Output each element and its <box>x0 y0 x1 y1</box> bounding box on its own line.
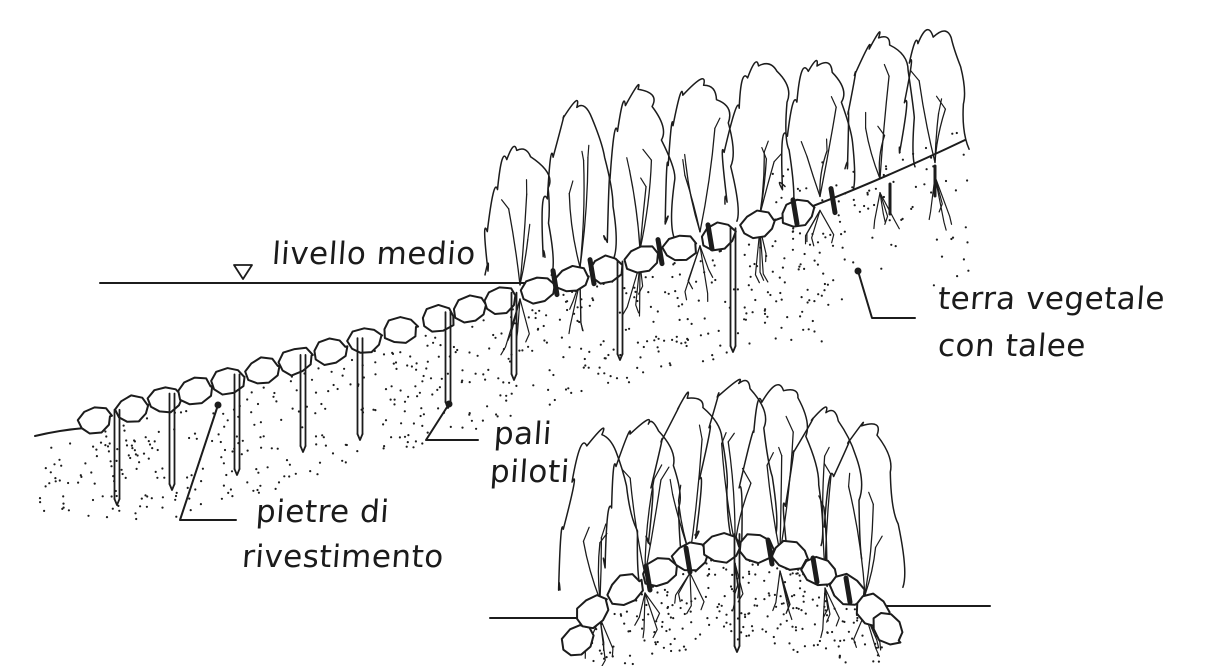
stone <box>576 594 610 630</box>
stones-leader-line <box>179 404 237 521</box>
stone <box>700 221 737 252</box>
posts-leader-line <box>425 403 479 441</box>
stone <box>346 327 384 354</box>
stone <box>210 367 246 396</box>
post <box>356 337 364 441</box>
soil-label-line1: terra vegetale <box>936 281 1167 317</box>
shrub-cutting <box>664 77 739 233</box>
binding-wire <box>655 237 665 267</box>
post <box>299 354 307 453</box>
stone <box>623 245 660 274</box>
shrub-cutting <box>844 31 916 180</box>
mound-shrub <box>694 378 778 546</box>
mound-roots <box>820 587 840 639</box>
binding-wire <box>828 186 838 216</box>
slope-cross-section <box>34 28 970 521</box>
stone <box>313 337 349 366</box>
stone <box>661 234 698 262</box>
binding-wire <box>550 268 560 298</box>
soil-leader-line <box>857 270 916 319</box>
mound-shrub <box>602 418 684 576</box>
stone <box>606 573 644 607</box>
shrub-cutting <box>603 84 677 251</box>
stone <box>483 286 517 315</box>
posts-label-line2: piloti <box>488 454 571 490</box>
stone <box>739 209 777 240</box>
shrub-cutting <box>898 28 970 164</box>
binding-wire <box>705 222 715 252</box>
stone <box>642 557 678 588</box>
post <box>233 373 241 476</box>
shrub-cutting <box>778 59 856 198</box>
stone <box>781 198 816 228</box>
ground-line-left <box>34 427 86 437</box>
posts-label-line1: pali <box>492 416 554 452</box>
mound-roots <box>674 572 705 615</box>
binding-wire <box>683 545 693 575</box>
stone <box>452 294 488 324</box>
stone <box>244 356 281 385</box>
stone <box>114 394 150 423</box>
stone <box>177 376 214 406</box>
stones-label-line2: rivestimento <box>240 539 446 575</box>
post <box>729 227 737 353</box>
cutting-roots <box>804 209 835 247</box>
stone <box>800 555 839 587</box>
mound-shrub <box>557 427 641 601</box>
soil-label-line2: con talee <box>936 328 1088 364</box>
binding-wire <box>843 575 853 605</box>
shrub-cutting <box>541 99 617 268</box>
stone <box>702 532 742 564</box>
stone <box>770 539 810 571</box>
binding-wire <box>587 257 597 287</box>
cutting-roots <box>928 175 953 231</box>
stone <box>277 346 314 377</box>
shrub-cutting <box>483 145 554 286</box>
binding-wire <box>810 555 820 585</box>
inverted-triangle-icon <box>233 264 253 280</box>
post <box>168 392 176 491</box>
stone <box>872 611 904 646</box>
binding-wire <box>790 197 800 227</box>
stones-label-line1: pietre di <box>254 494 391 530</box>
post <box>733 533 741 653</box>
water-level-label: livello medio <box>270 236 477 272</box>
mound-shrub <box>736 384 824 554</box>
mound-shrub <box>822 421 906 596</box>
stone <box>554 264 590 293</box>
mound-roots <box>772 570 793 621</box>
cutting-roots <box>684 245 714 303</box>
post <box>616 260 624 361</box>
mound-shrub <box>645 391 735 556</box>
mound-soil-stipple <box>575 556 886 666</box>
shrub-cutting <box>721 61 795 215</box>
stone <box>76 406 114 435</box>
stone <box>383 316 420 344</box>
mound-cross-section <box>489 378 991 666</box>
binding-wire <box>765 537 775 567</box>
cutting-roots <box>873 192 900 230</box>
slope-soil-stipple <box>38 131 970 521</box>
stone <box>519 276 556 305</box>
binding-wire <box>643 563 653 593</box>
post <box>510 291 518 381</box>
mound-roots <box>634 592 661 639</box>
post <box>113 408 121 506</box>
